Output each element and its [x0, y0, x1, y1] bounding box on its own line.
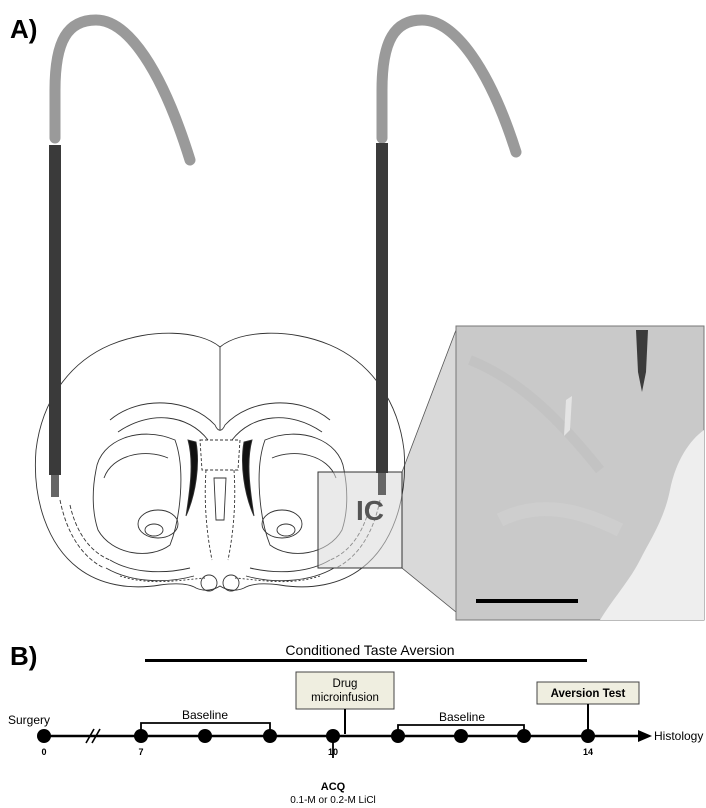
aversion-test-label: Aversion Test: [551, 688, 626, 700]
cannula-left-guide: [49, 145, 61, 475]
phase-title: Conditioned Taste Aversion: [285, 642, 454, 658]
phase-bar: [145, 659, 587, 662]
timeline-arrowhead: [638, 730, 652, 742]
day-label-0: 0: [41, 747, 46, 757]
timeline-dot: [37, 729, 51, 743]
timeline-dot: [198, 729, 212, 743]
timeline-dot: [326, 729, 340, 743]
drug-box-line2: microinfusion: [311, 692, 379, 704]
acq-sublabel: 0.1-M or 0.2-M LiCl: [290, 795, 376, 806]
drug-microinfusion-box: Drug microinfusion: [296, 672, 394, 709]
cannula-right-guide: [376, 143, 388, 473]
day-label-7: 7: [138, 747, 143, 757]
timeline-dot: [134, 729, 148, 743]
surgery-label: Surgery: [8, 713, 50, 727]
timeline-dot: [263, 729, 277, 743]
timeline-dot: [581, 729, 595, 743]
ic-region-label: IC: [356, 495, 384, 526]
aversion-test-box: Aversion Test: [537, 682, 639, 704]
cannula-left: [49, 20, 190, 497]
cannula-left-injector: [51, 475, 59, 497]
scale-bar: [476, 599, 578, 603]
cannula-right-injector: [378, 473, 386, 495]
cannula-right-tubing: [382, 20, 516, 152]
panel-b-label: B): [10, 641, 37, 671]
acq-label: ACQ: [321, 781, 346, 793]
day-label-14: 14: [583, 747, 593, 757]
timeline-dot: [454, 729, 468, 743]
timeline-dot: [391, 729, 405, 743]
histology-image: [456, 326, 704, 620]
timeline-dot: [517, 729, 531, 743]
panel-a-label: A): [10, 14, 37, 44]
drug-box-line1: Drug: [333, 678, 358, 690]
histology-label: Histology: [654, 729, 703, 743]
baseline-2-label: Baseline: [439, 710, 485, 724]
cannula-left-tubing: [55, 20, 190, 160]
baseline-1-label: Baseline: [182, 708, 228, 722]
magnification-wedge: [402, 330, 456, 612]
